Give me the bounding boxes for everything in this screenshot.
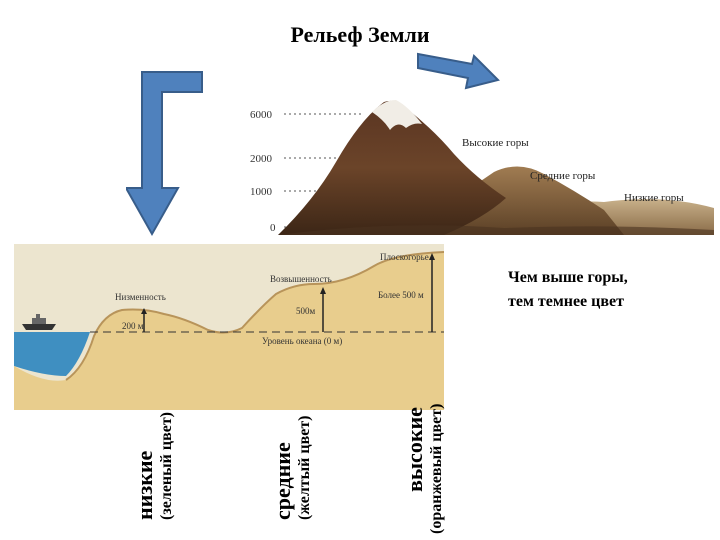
height-mark-6000: 6000 xyxy=(250,109,273,121)
category-high-name: высокие xyxy=(402,407,427,492)
label-upland: Возвышенность xyxy=(270,274,332,284)
mountain-illustration: 6000 2000 1000 0 Высокие горы Средние го… xyxy=(244,90,714,235)
label-upland-height: 500м xyxy=(296,306,316,316)
right-arrow-icon xyxy=(417,52,500,90)
category-medium: средние (желтый цвет) xyxy=(270,415,314,520)
label-plateau-height: Более 500 м xyxy=(378,290,424,300)
label-lowland: Низменность xyxy=(115,292,166,302)
label-sea-level: Уровень океана (0 м) xyxy=(262,336,342,346)
category-medium-name: средние xyxy=(270,442,295,520)
terrain-profile: Низменность 200 м Возвышенность 500м Пло… xyxy=(14,244,444,410)
height-mark-0: 0 xyxy=(270,222,276,234)
note-line-2: тем темнее цвет xyxy=(508,293,624,310)
category-medium-color: (желтый цвет) xyxy=(296,415,313,520)
note-text: Чем выше горы, тем темнее цвет xyxy=(508,266,708,314)
down-arrow-icon xyxy=(126,71,203,237)
category-low-color: (зеленый цвет) xyxy=(158,411,175,520)
label-high-mountains: Высокие горы xyxy=(462,137,529,149)
category-high: высокие (оранжевый цвет) xyxy=(402,362,446,534)
category-low-name: низкие xyxy=(132,450,157,520)
note-line-1: Чем выше горы, xyxy=(508,269,628,286)
label-low-mountains: Низкие горы xyxy=(624,192,684,204)
label-plateau: Плоскогорье xyxy=(380,252,429,262)
category-low: низкие (зеленый цвет) xyxy=(132,412,176,520)
label-medium-mountains: Средние горы xyxy=(530,170,596,182)
label-lowland-height: 200 м xyxy=(122,321,144,331)
category-high-color: (оранжевый цвет) xyxy=(428,403,445,534)
height-mark-2000: 2000 xyxy=(250,153,273,165)
height-mark-1000: 1000 xyxy=(250,186,273,198)
page-title: Рельеф Земли xyxy=(290,22,430,47)
